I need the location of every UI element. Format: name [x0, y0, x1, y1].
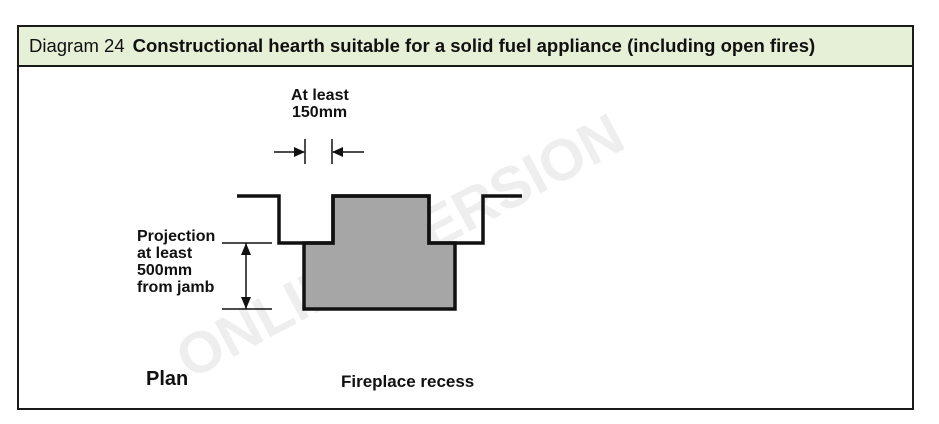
width-label-line2: 150mm [292, 104, 348, 121]
projection-label-line2: at least [137, 245, 193, 262]
title-bar: Diagram 24 Constructional hearth suitabl… [19, 27, 912, 67]
projection-label-line3: 500mm [137, 262, 193, 279]
width-dimension [274, 139, 364, 164]
fireplace-recess-outline [237, 194, 522, 245]
projection-label-line4: from jamb [137, 279, 215, 296]
diagram-number: Diagram 24 [29, 35, 125, 56]
diagram-frame: Diagram 24 Constructional hearth suitabl… [17, 25, 914, 410]
projection-dimension [222, 242, 272, 310]
width-label-line1: At least [291, 87, 349, 104]
fireplace-recess-label: Fireplace recess [341, 372, 475, 391]
diagram-title: Constructional hearth suitable for a sol… [132, 35, 816, 56]
plan-label: Plan [146, 368, 189, 390]
projection-label-line1: Projection [137, 228, 216, 245]
